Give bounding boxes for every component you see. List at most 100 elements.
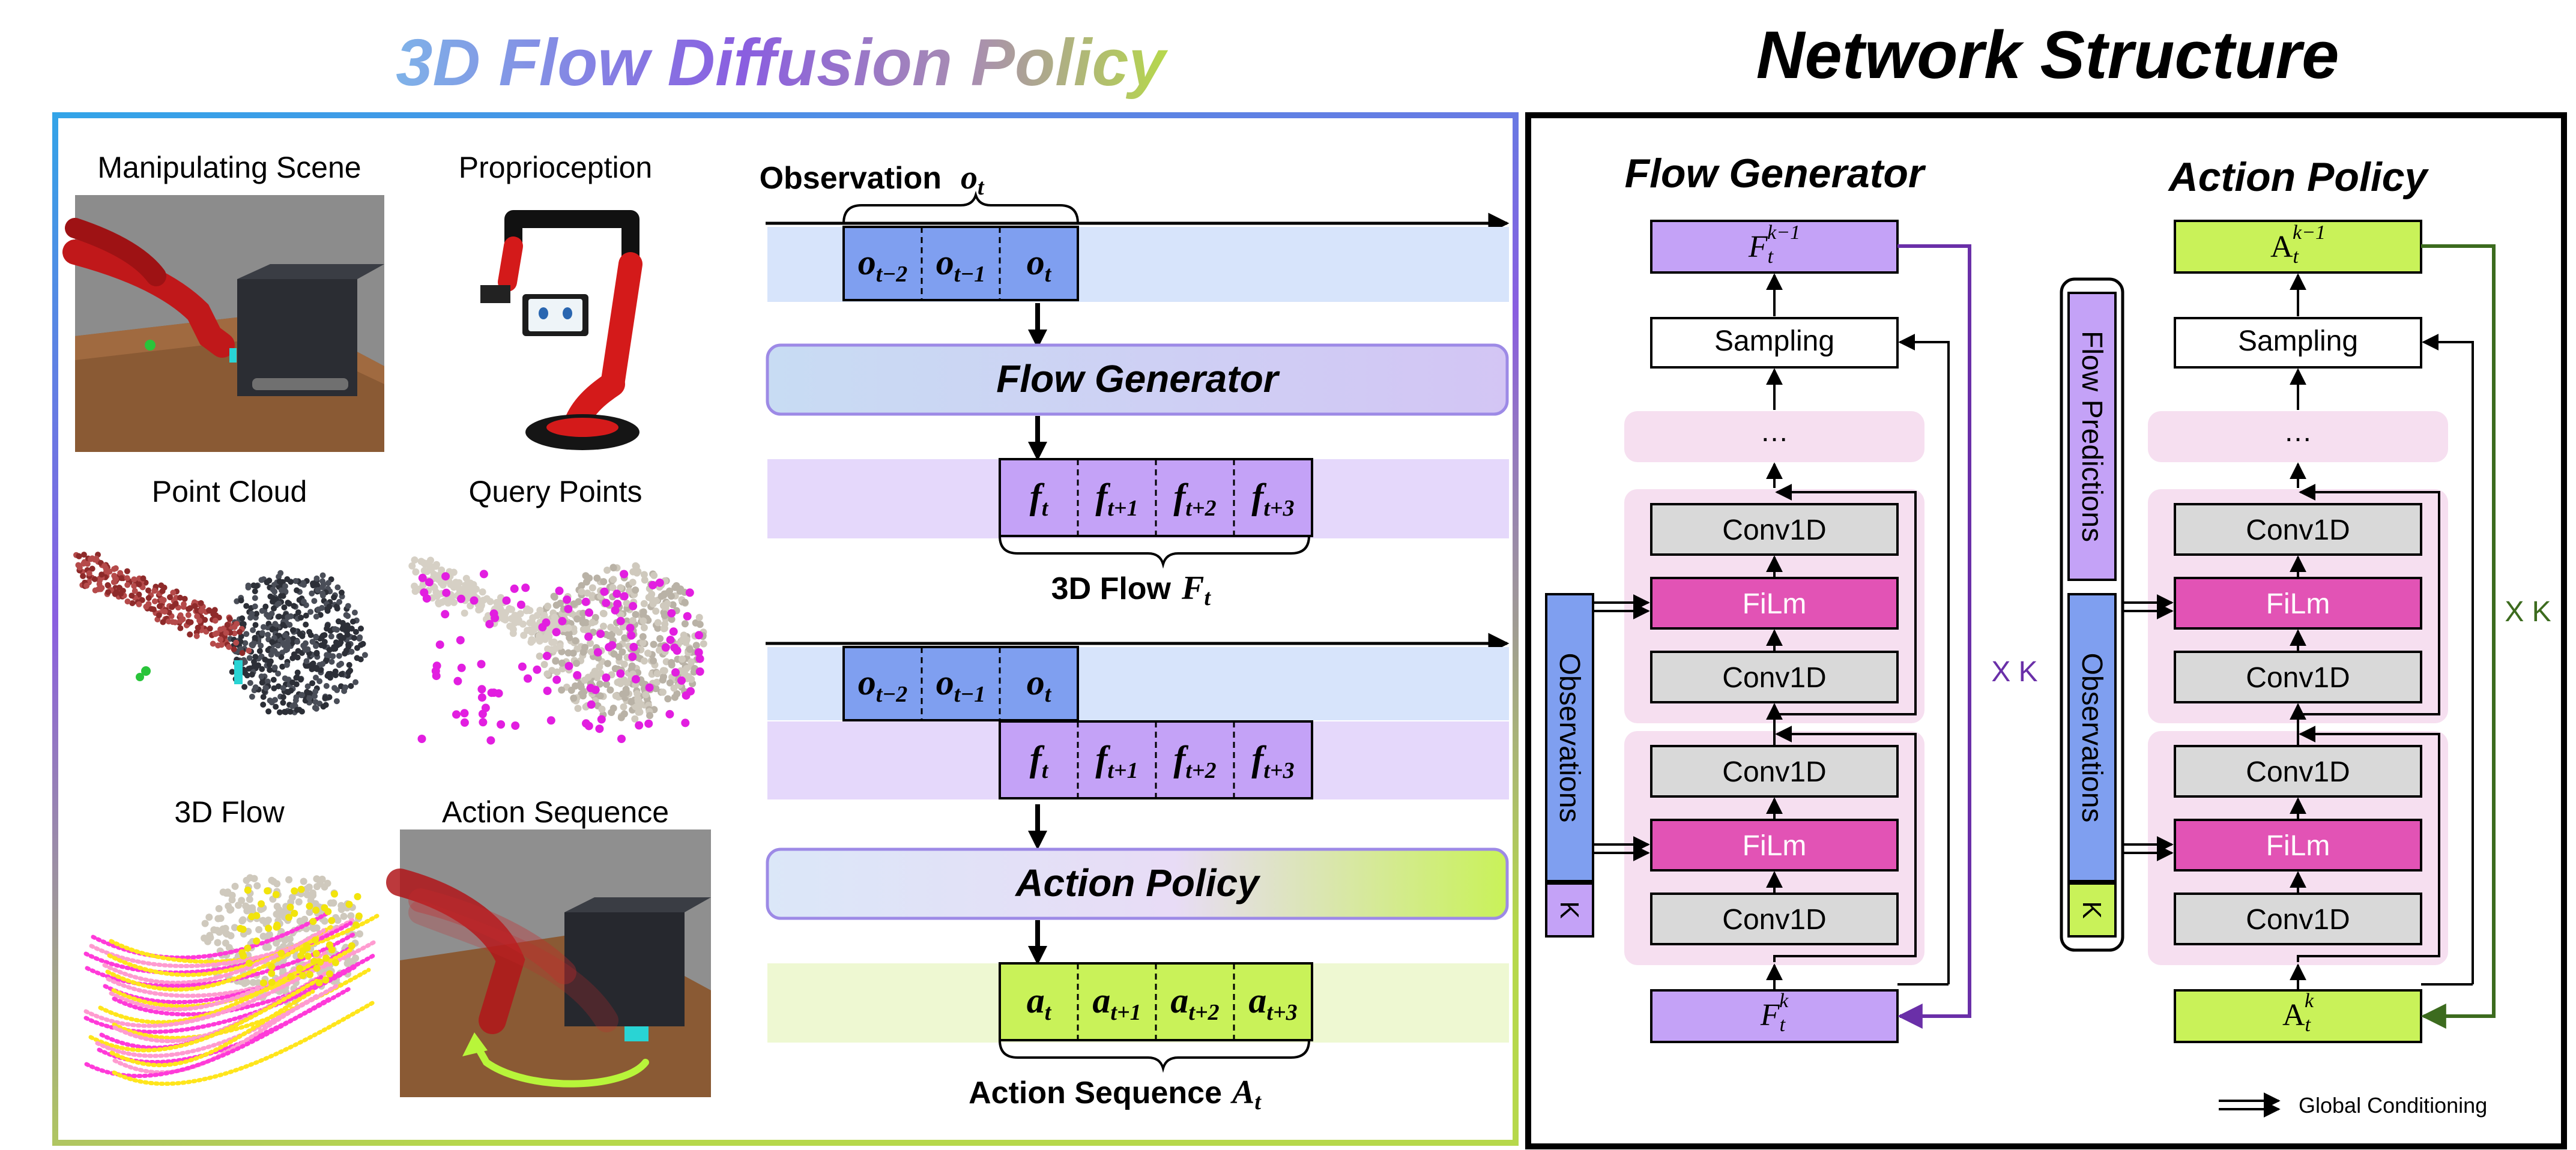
point	[250, 627, 256, 633]
point	[328, 658, 335, 665]
point	[596, 680, 604, 688]
point	[286, 903, 294, 911]
point	[452, 710, 461, 719]
fg-block-label: FiLm	[1743, 588, 1807, 620]
point	[259, 917, 267, 924]
action-brace	[999, 1040, 1310, 1073]
point	[198, 607, 205, 614]
point	[328, 917, 336, 924]
point	[661, 610, 669, 618]
point	[233, 639, 240, 646]
point	[293, 694, 300, 700]
point	[348, 683, 354, 689]
point	[585, 608, 593, 617]
point	[453, 579, 461, 587]
point	[669, 627, 678, 636]
point	[627, 698, 635, 706]
point	[447, 594, 455, 601]
point	[479, 718, 488, 727]
point	[298, 691, 305, 698]
point	[331, 890, 338, 898]
flow-trajectory	[109, 989, 315, 1068]
point	[477, 693, 486, 702]
point	[243, 631, 250, 637]
point	[246, 959, 253, 967]
obs-cell-cell: ot	[1027, 663, 1052, 707]
point	[289, 679, 296, 685]
point	[653, 670, 661, 678]
point	[340, 634, 346, 641]
right-panel-title: Network Structure	[1756, 17, 2339, 92]
flow-cell-cell: ft	[1030, 739, 1049, 783]
observation-brace	[842, 190, 1079, 224]
point	[238, 633, 244, 640]
point	[303, 612, 309, 619]
point	[313, 649, 320, 656]
point	[544, 629, 552, 637]
point	[244, 672, 250, 679]
svg-text:At: At	[1230, 1074, 1262, 1115]
point	[215, 905, 223, 912]
point	[502, 596, 511, 605]
point	[621, 634, 629, 642]
obs-cell-cell: ot−1	[936, 242, 986, 287]
ap-observations-label: Observations	[2076, 653, 2108, 823]
point	[252, 595, 258, 601]
fg-conv1d-block	[1650, 503, 1899, 556]
point	[408, 562, 416, 570]
point	[639, 639, 647, 646]
point	[276, 709, 283, 715]
point	[170, 589, 177, 596]
point	[268, 978, 276, 986]
flow-cell-cell: ft+3	[1251, 477, 1294, 521]
point	[226, 616, 233, 622]
ap-cond-arrow-1	[2124, 594, 2174, 619]
point	[587, 648, 595, 656]
fg-output-box: Ftk−1	[1650, 220, 1899, 274]
point	[352, 921, 360, 929]
ap-conv1d-block	[2174, 503, 2422, 556]
point	[683, 612, 692, 621]
point	[299, 972, 306, 980]
point	[417, 735, 426, 743]
point	[124, 582, 131, 588]
point	[345, 643, 352, 650]
point	[628, 652, 637, 661]
point	[304, 953, 312, 960]
point	[222, 890, 230, 897]
point	[336, 598, 343, 605]
point	[181, 595, 188, 602]
point	[556, 642, 564, 650]
point	[124, 598, 131, 605]
point	[320, 703, 327, 710]
point	[587, 700, 596, 709]
left-panel-title: 3D Flow Diffusion Policy	[396, 26, 1168, 100]
point	[321, 642, 327, 649]
point	[253, 610, 260, 617]
point	[602, 673, 611, 682]
point	[679, 655, 686, 663]
point	[334, 605, 340, 612]
point	[611, 665, 619, 672]
point	[510, 584, 519, 593]
flow-trajectory	[102, 928, 326, 985]
caption-action-sequence: Action Sequence	[442, 795, 669, 829]
point	[326, 646, 333, 653]
point	[572, 637, 579, 645]
point	[250, 582, 257, 589]
point	[526, 619, 534, 627]
point	[237, 628, 243, 635]
point	[555, 586, 564, 595]
point	[600, 622, 607, 630]
point	[267, 697, 273, 704]
point	[650, 571, 658, 579]
point	[340, 912, 348, 920]
point	[595, 724, 604, 733]
point	[685, 588, 694, 597]
point	[309, 590, 315, 597]
action-sequence-image	[386, 829, 711, 1097]
point	[615, 653, 623, 661]
point	[341, 688, 348, 694]
point	[129, 600, 136, 606]
